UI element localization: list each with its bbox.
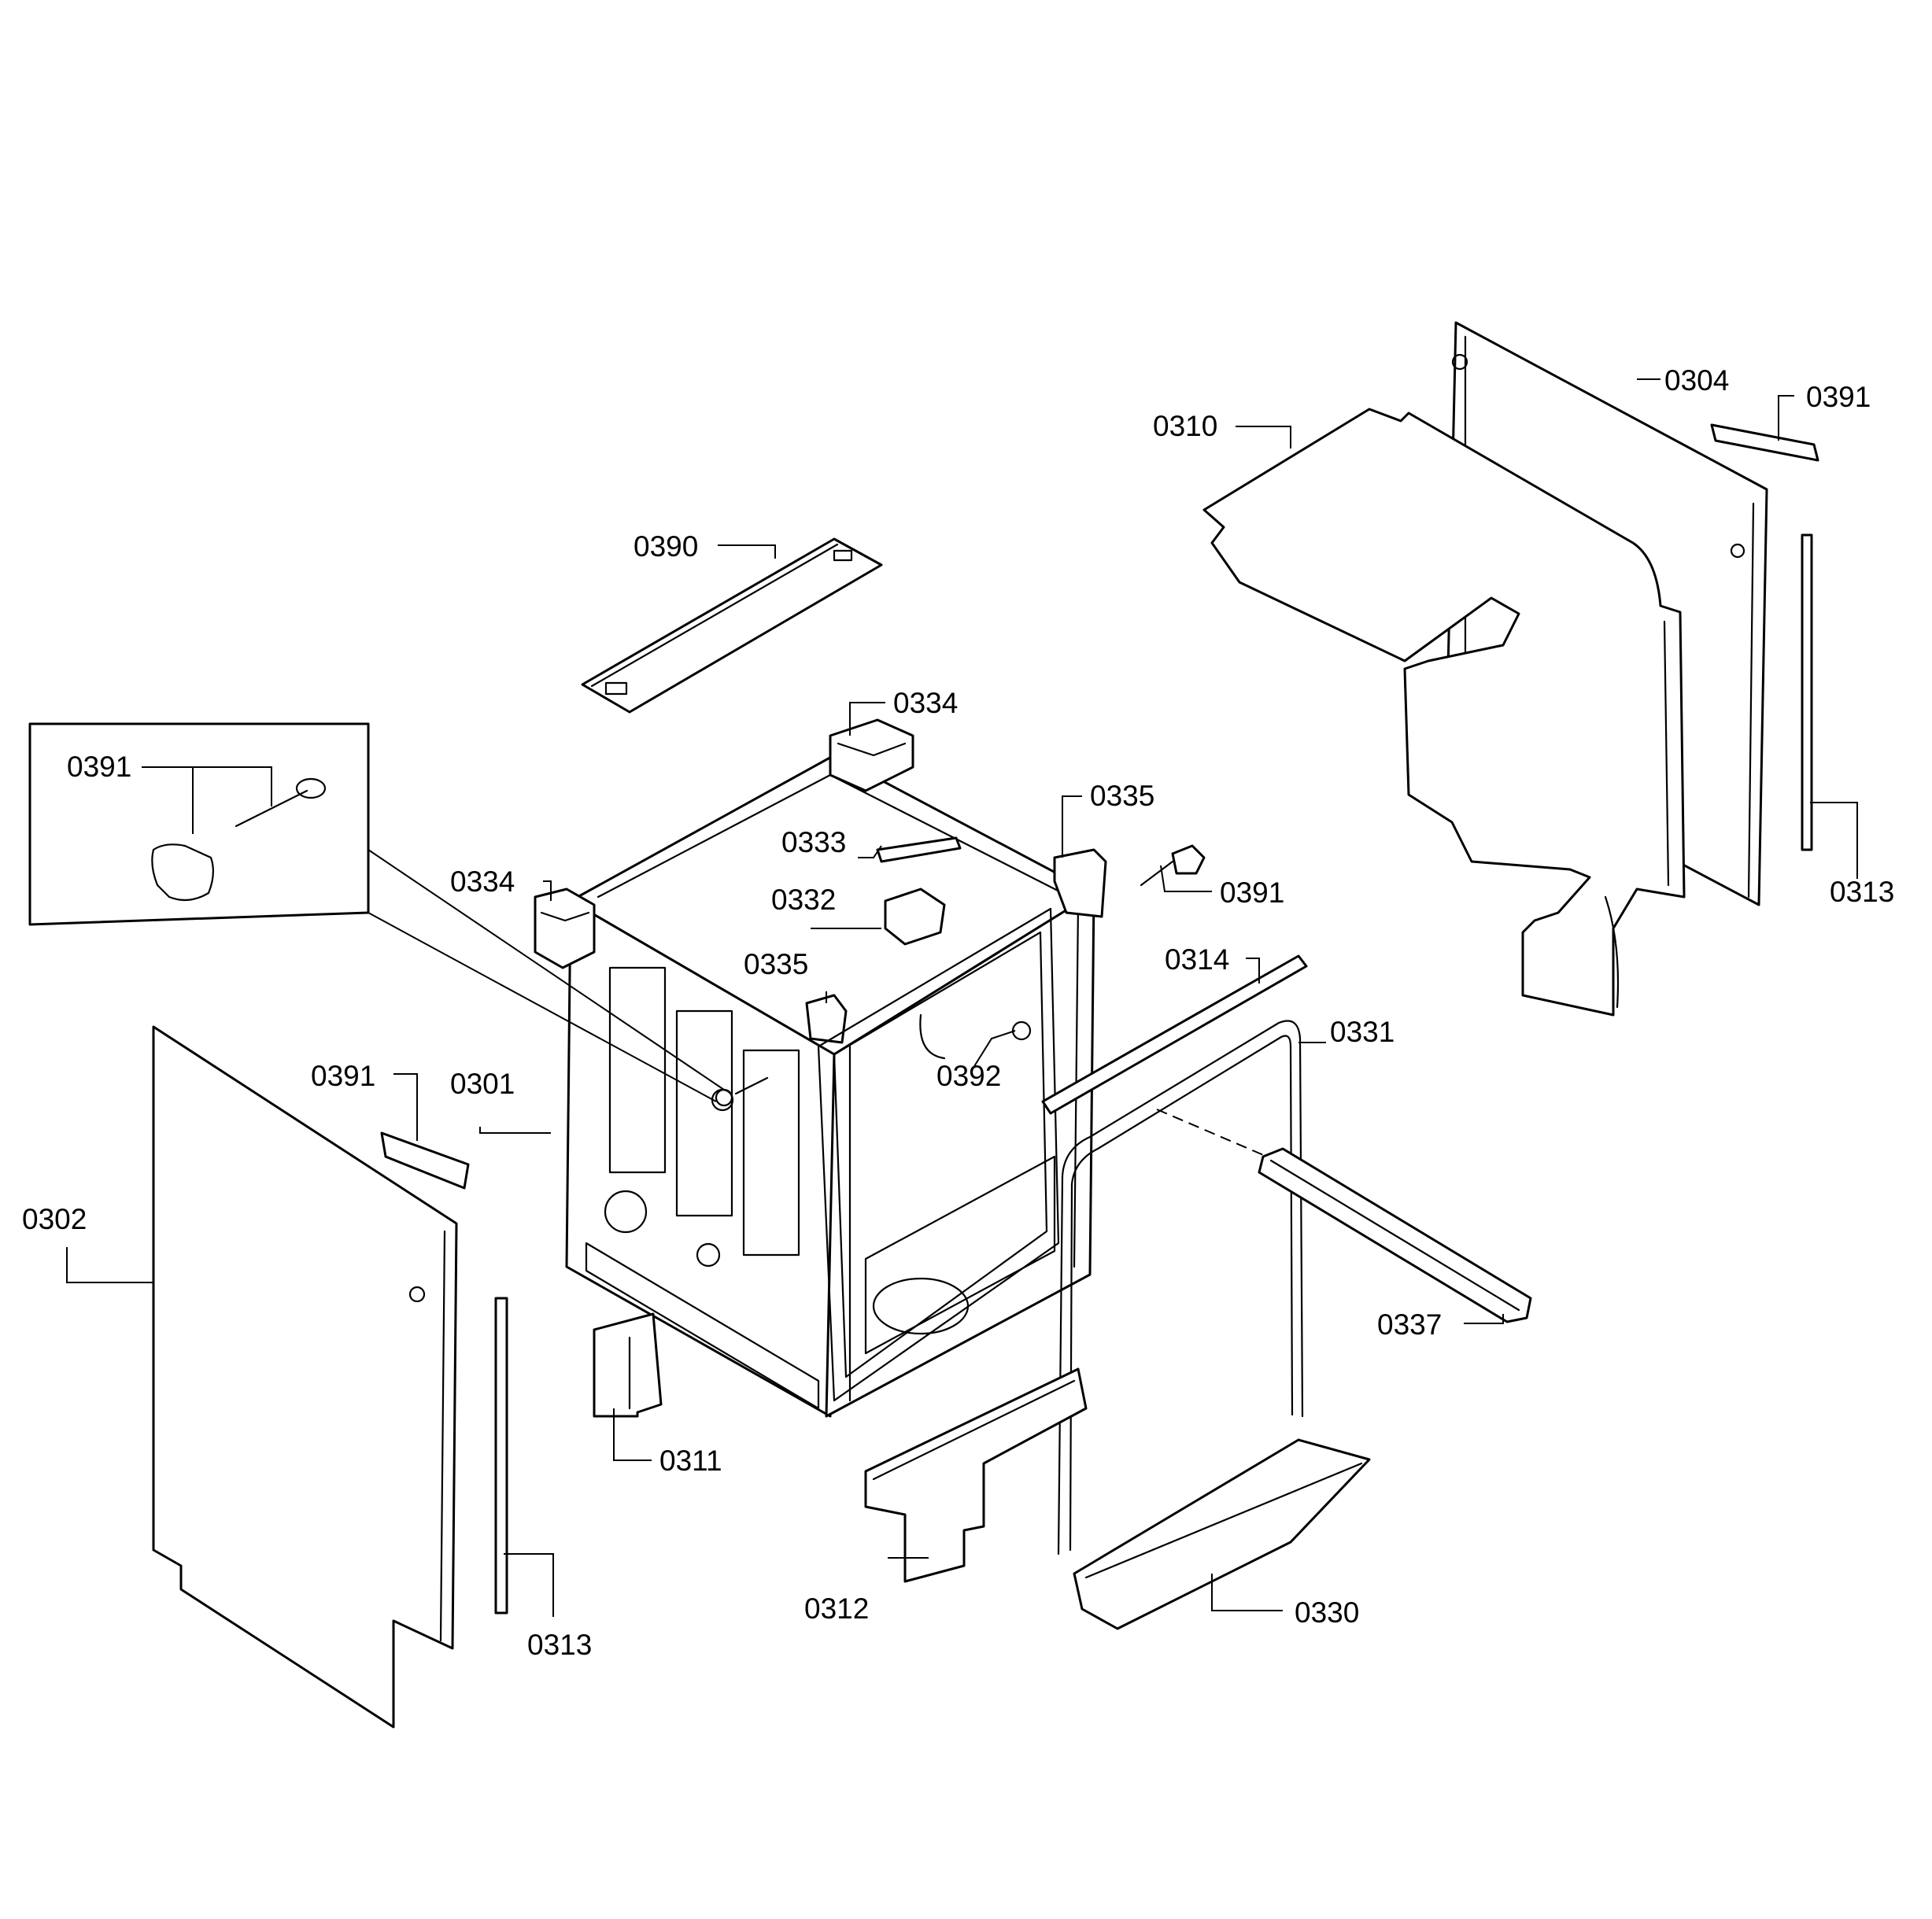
side-panel-left[interactable] <box>152 1025 458 1729</box>
callout-0334-left: 0334 <box>450 865 515 898</box>
upper-seal-strip[interactable] <box>1041 954 1308 1115</box>
callout-0332: 0332 <box>771 884 836 916</box>
callout-0310: 0310 <box>1153 410 1217 442</box>
callout-0314: 0314 <box>1165 943 1229 976</box>
callout-0301: 0301 <box>450 1068 515 1100</box>
side-bracket-mid[interactable] <box>805 994 848 1044</box>
callout-0333: 0333 <box>781 826 846 858</box>
cross-rail[interactable] <box>1258 1147 1532 1323</box>
callout-0304: 0304 <box>1664 364 1729 397</box>
hinge-bracket-top[interactable] <box>829 718 914 792</box>
callout-0312: 0312 <box>804 1592 869 1625</box>
callout-0313-left: 0313 <box>527 1629 592 1661</box>
side-bracket-right[interactable] <box>1053 848 1107 918</box>
callout-0391-left: 0391 <box>311 1060 375 1092</box>
hinge-bracket-left[interactable] <box>534 888 596 969</box>
callout-0335-right: 0335 <box>1090 780 1154 812</box>
callout-0302: 0302 <box>22 1203 87 1235</box>
mounting-clip-top-right[interactable] <box>1710 423 1819 462</box>
door-latch[interactable] <box>884 888 946 946</box>
callout-0313-right: 0313 <box>1830 876 1894 908</box>
trim-strip-left[interactable] <box>494 1297 508 1615</box>
callout-0335-mid: 0335 <box>744 948 808 980</box>
callout-0391-mid-right: 0391 <box>1220 876 1284 909</box>
callout-0311: 0311 <box>659 1445 722 1477</box>
screw-anchor-right[interactable] <box>1140 844 1206 887</box>
latch-strip[interactable] <box>876 836 962 863</box>
mounting-clip-left[interactable] <box>380 1131 470 1190</box>
trim-strip-right[interactable] <box>1801 533 1813 851</box>
leader-lines <box>66 378 1858 1617</box>
callout-0391-top-right: 0391 <box>1806 381 1871 413</box>
callout-0337: 0337 <box>1377 1308 1442 1341</box>
callout-0390: 0390 <box>634 530 698 563</box>
toe-kick-panel[interactable] <box>1073 1438 1371 1630</box>
tub-seal[interactable] <box>1057 1020 1304 1555</box>
tub-frame-assembly[interactable] <box>565 754 1095 1418</box>
insulation-blanket[interactable] <box>1202 408 1686 1017</box>
base-support-front[interactable] <box>864 1367 1088 1583</box>
callout-0334-top: 0334 <box>893 687 958 719</box>
base-support-left[interactable] <box>593 1312 663 1418</box>
callout-0392: 0392 <box>936 1060 1001 1092</box>
callout-0331: 0331 <box>1330 1016 1395 1048</box>
top-mounting-bracket[interactable] <box>581 537 883 714</box>
callout-0330: 0330 <box>1295 1596 1359 1629</box>
detail-inset <box>28 722 725 1102</box>
callout-0391-inset: 0391 <box>67 751 131 783</box>
